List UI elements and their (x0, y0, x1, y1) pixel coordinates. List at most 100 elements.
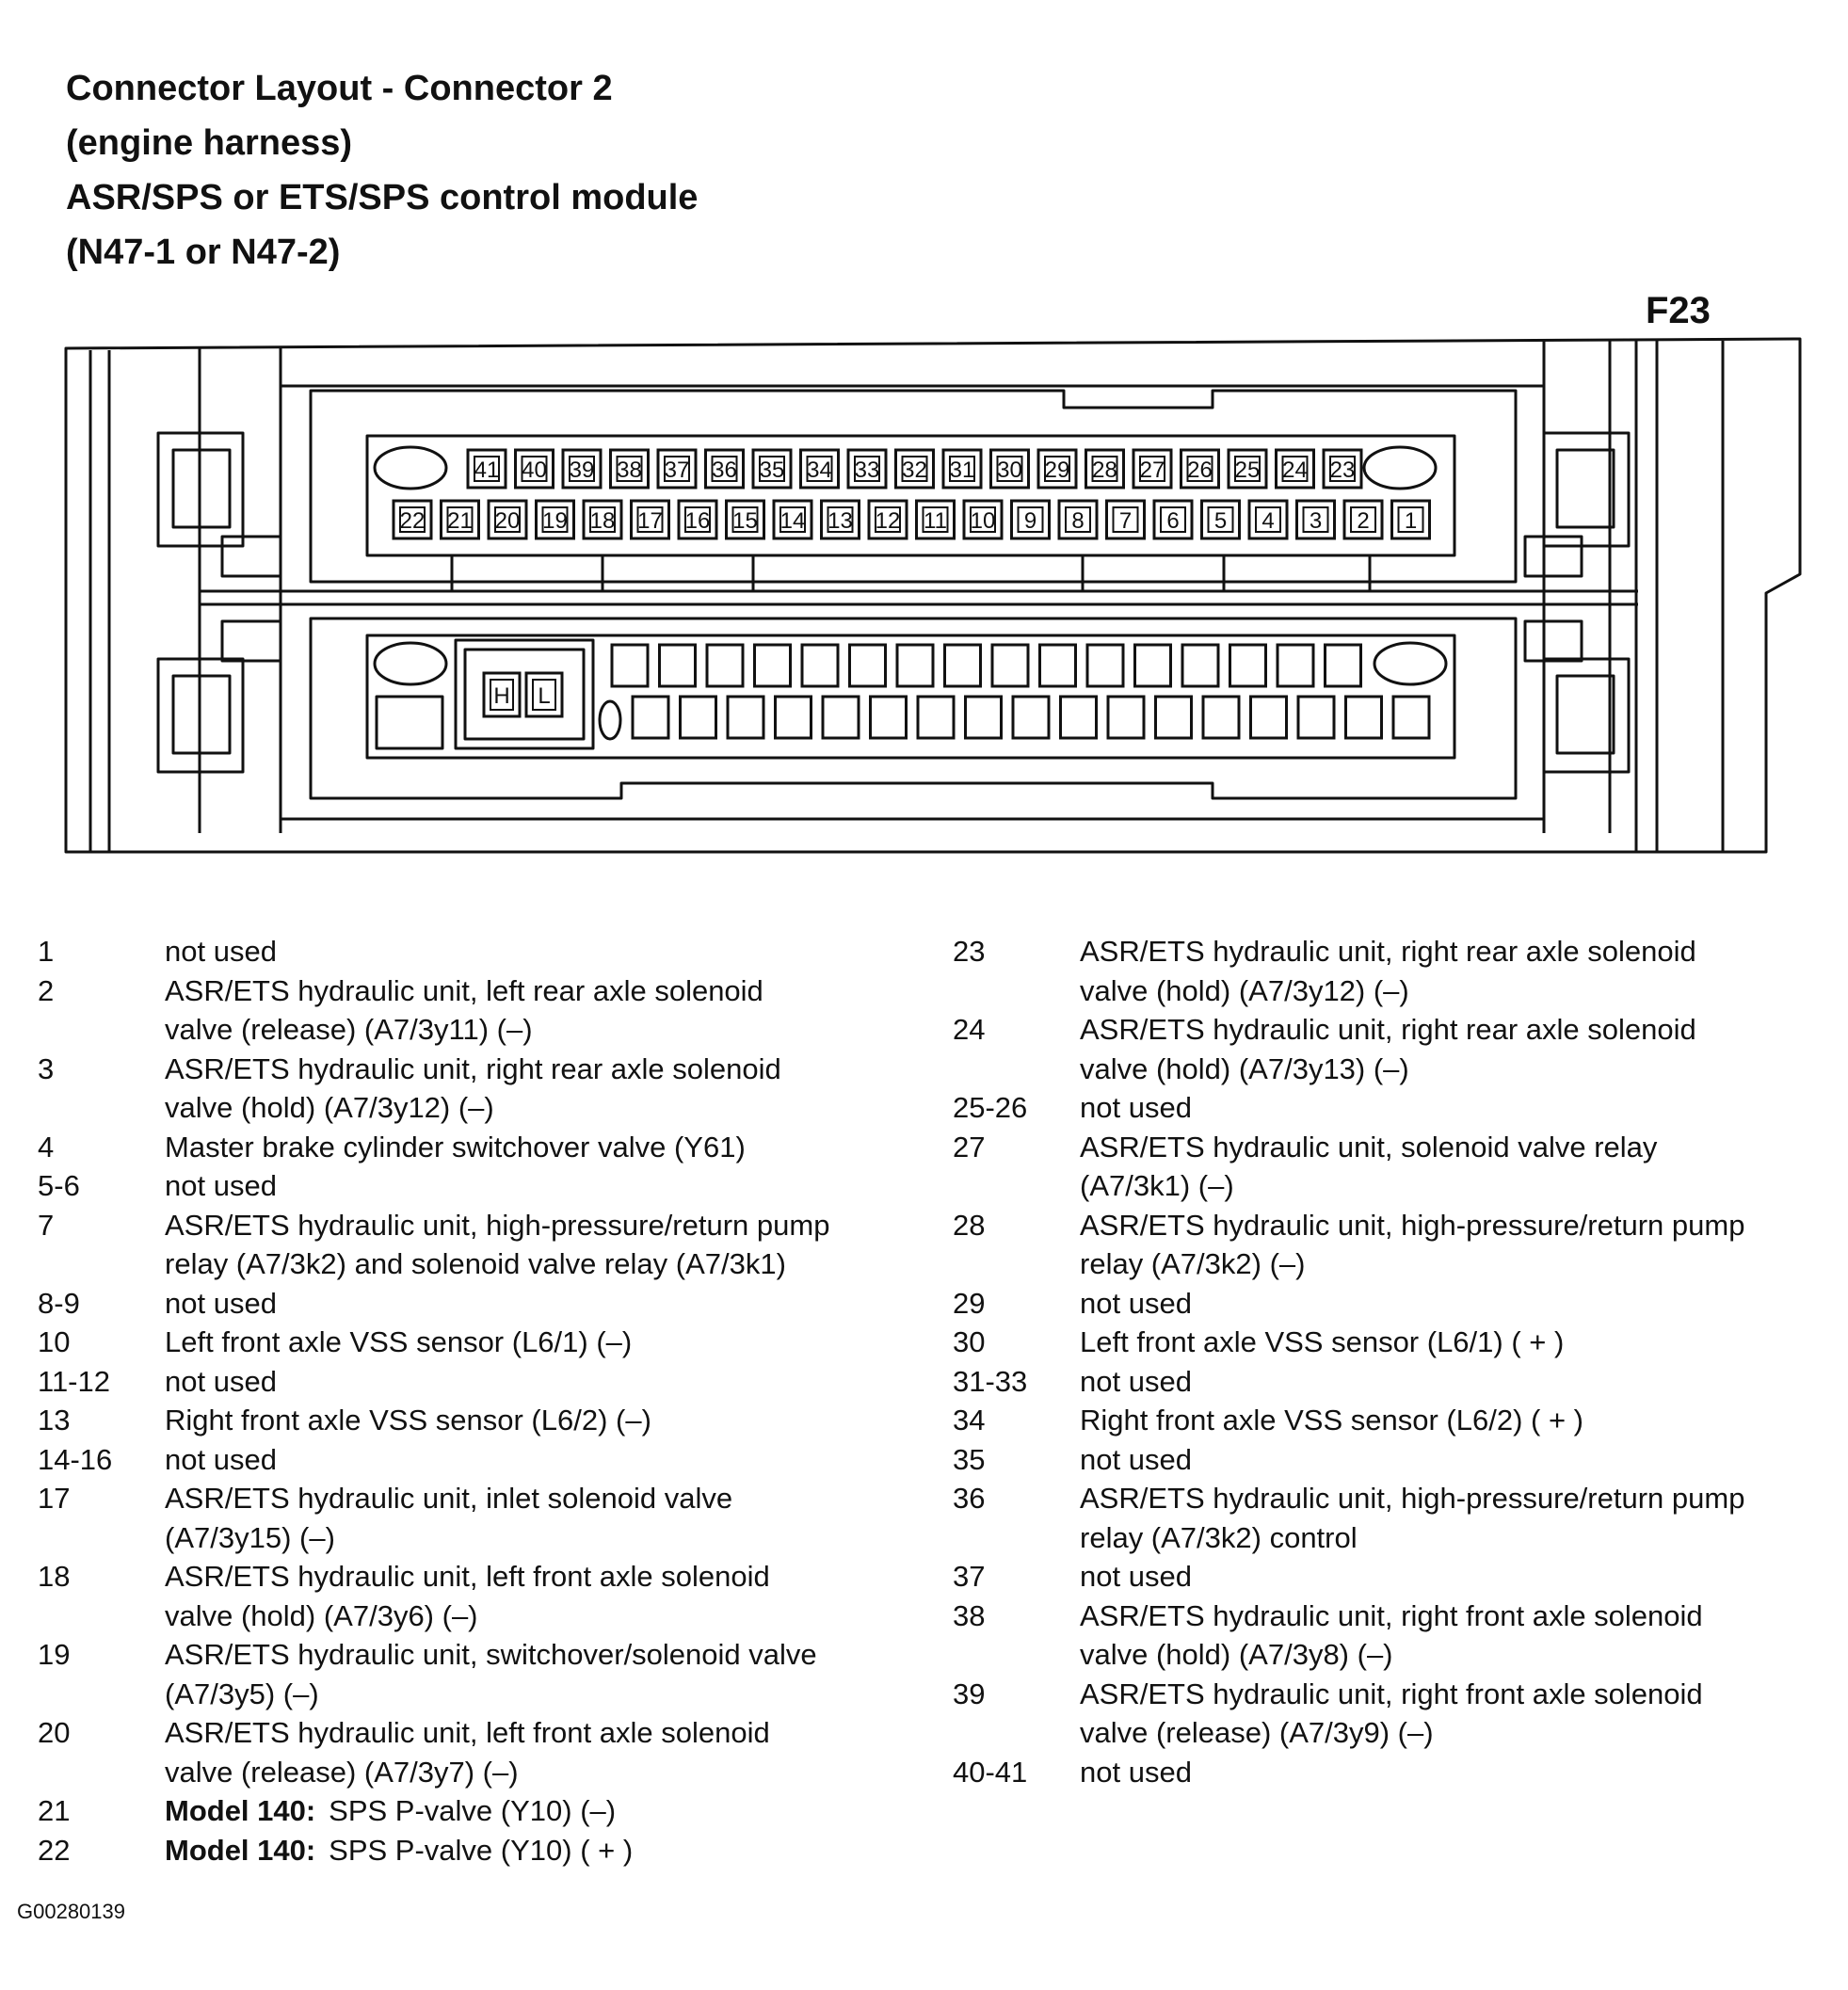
connector-pin-38: 38 (609, 448, 650, 489)
pin-number: 24 (953, 1013, 986, 1046)
connector-cavity (610, 643, 650, 688)
pin-description-line: relay (A7/3k2) (–) (1080, 1247, 1306, 1280)
pin-description: Model 140:SPS P-valve (Y10) ( + ) (165, 1831, 923, 1870)
connector-cavity (1296, 695, 1336, 740)
pin-number: 11-12 (38, 1364, 110, 1398)
pin-number: 1 (38, 935, 55, 968)
connector-pin-4: 4 (1247, 499, 1289, 540)
pin-number-label: 30 (997, 457, 1022, 483)
connector-cavity (1324, 643, 1362, 688)
pin-number: 30 (953, 1325, 986, 1358)
pin-number: 28 (953, 1208, 986, 1242)
pin-description-line: ASR/ETS hydraulic unit, left front axle … (165, 1716, 770, 1749)
pin-number: 3 (38, 1051, 55, 1085)
pin-number-label: 40 (522, 457, 547, 483)
connector-housing (64, 337, 1802, 854)
pin-description-text: SPS P-valve (Y10) (–) (329, 1794, 617, 1827)
pin-description: not used (165, 1166, 923, 1206)
pin-number-label: 16 (685, 508, 711, 534)
pin-number-label: 8 (1071, 508, 1084, 534)
pin-description: not used (165, 1440, 923, 1480)
pin-description: not used (165, 932, 923, 971)
pin-number: 36 (953, 1482, 986, 1515)
connector-cavity (1154, 695, 1193, 740)
model-qualifier: Model 140: (165, 1833, 316, 1867)
connector-cavity (848, 643, 887, 688)
pin-description-line: ASR/ETS hydraulic unit, right front axle… (1080, 1598, 1703, 1632)
connector-cavity (1229, 643, 1267, 688)
pin-description: Left front axle VSS sensor (L6/1) ( + ) (1080, 1323, 1838, 1362)
pin-number: 39 (953, 1677, 986, 1710)
pin-description-line: Right front axle VSS sensor (L6/2) (–) (165, 1404, 651, 1436)
connector-pin-17: 17 (630, 499, 670, 540)
connector-cavity (821, 695, 860, 740)
connector-cavity (774, 695, 812, 740)
connector-cavity (895, 643, 935, 688)
pin-number: 22 (38, 1833, 71, 1867)
pin-description-line: valve (hold) (A7/3y8) (–) (1080, 1638, 1393, 1671)
lower-bottom-cavity-row (631, 695, 1431, 740)
pin-description: not used (1080, 1753, 1838, 1792)
connector-pin-12: 12 (867, 499, 908, 540)
lower-top-cavity-row (610, 643, 1362, 688)
connector-pin-24: 24 (1275, 448, 1315, 489)
pin-number: 18 (38, 1560, 71, 1593)
pin-number-label: 3 (1310, 508, 1322, 534)
pin-number-label: 26 (1187, 457, 1213, 483)
connector-pin-23: 23 (1322, 448, 1363, 489)
connector-pin-19: 19 (535, 499, 575, 540)
pin-description-line: ASR/ETS hydraulic unit, switchover/solen… (165, 1638, 817, 1671)
pin-number-label: 2 (1357, 508, 1369, 534)
pin-description: Model 140:SPS P-valve (Y10) (–) (165, 1791, 923, 1831)
connector-pin-26: 26 (1180, 448, 1220, 489)
pin-description-line: not used (1080, 1442, 1192, 1476)
title-line: (N47-1 or N47-2) (66, 233, 341, 272)
connector-pin-18: 18 (582, 499, 623, 540)
pin-number-label: 12 (876, 508, 901, 534)
pin-description: Left front axle VSS sensor (L6/1) (–) (165, 1323, 923, 1362)
pin-number-label: 14 (780, 508, 806, 534)
pin-description-line: not used (1080, 1560, 1192, 1593)
connector-pin-37: 37 (656, 448, 698, 489)
connector-pin-2: 2 (1342, 499, 1384, 540)
pin-number-label: 32 (902, 457, 927, 483)
pin-number-label: 24 (1282, 457, 1308, 483)
connector-pin-22: 22 (392, 499, 433, 540)
pin-number-label: 6 (1166, 508, 1179, 534)
figure-label: F23 (1646, 290, 1711, 331)
pin-description: Right front axle VSS sensor (L6/2) (–) (165, 1401, 923, 1440)
pin-number: 7 (38, 1208, 55, 1242)
connector-cavity (1038, 643, 1077, 688)
connector-pin-34: 34 (799, 448, 840, 489)
connector-pin-35: 35 (751, 448, 793, 489)
pin-description-line: Model 140:SPS P-valve (Y10) ( + ) (165, 1831, 923, 1870)
connector-cavity (800, 643, 840, 688)
pin-number-label: 20 (495, 508, 521, 534)
figure-code: G00280139 (17, 1900, 125, 1923)
connector-pin-29: 29 (1036, 448, 1078, 489)
pin-description-line: not used (1080, 1755, 1192, 1789)
connector-pin-32: 32 (894, 448, 935, 489)
pin-description-line: Left front axle VSS sensor (L6/1) ( + ) (1080, 1325, 1565, 1358)
connector-pin-8: 8 (1057, 499, 1099, 540)
pin-description-line: ASR/ETS hydraulic unit, left front axle … (165, 1560, 770, 1593)
pin-description-line: relay (A7/3k2) and solenoid valve relay … (165, 1247, 786, 1280)
connector-pin-20: 20 (487, 499, 528, 540)
pin-description-line: not used (165, 1169, 277, 1202)
pin-number-label: 31 (950, 457, 975, 483)
pin-description: ASR/ETS hydraulic unit, switchover/solen… (165, 1635, 923, 1713)
pin-number: 21 (38, 1794, 71, 1827)
